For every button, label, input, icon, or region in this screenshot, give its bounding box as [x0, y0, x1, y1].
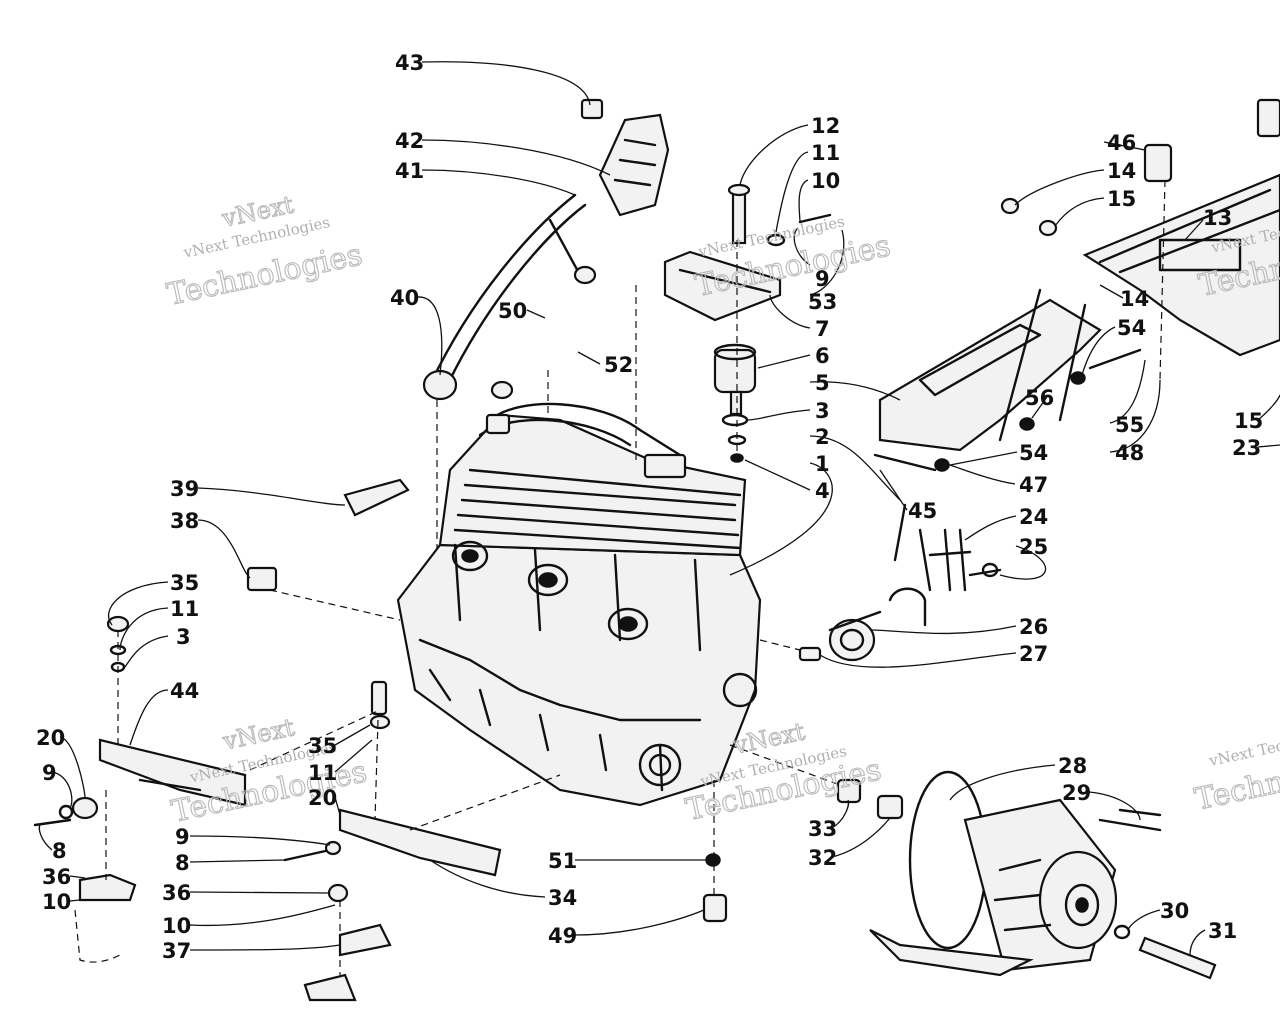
- drive-clutch-assembly: [729, 744, 1217, 980]
- callout-39: 39: [170, 477, 199, 501]
- callout-6: 6: [815, 344, 830, 368]
- callout-20: 20: [36, 726, 65, 750]
- callout-51: 51: [548, 849, 577, 873]
- callout-26: 26: [1019, 615, 1048, 639]
- callout-5: 5: [815, 371, 830, 395]
- callout-15: 15: [1107, 187, 1136, 211]
- callout-29: 29: [1062, 781, 1091, 805]
- callout-11c: 11: [308, 761, 337, 785]
- watermark-line-5: vNext Technologies: [1207, 721, 1280, 770]
- callout-38: 38: [170, 509, 199, 533]
- callouts: 43 42 41 40 50 52 12 11 10 9 53 7 6 5 3 …: [36, 51, 1263, 963]
- callout-46: 46: [1107, 131, 1136, 155]
- callout-20b: 20: [308, 786, 337, 810]
- callout-36b: 36: [162, 881, 191, 905]
- callout-3: 3: [815, 399, 830, 423]
- callout-9: 9: [815, 267, 830, 291]
- callout-27: 27: [1019, 642, 1048, 666]
- callout-10: 10: [811, 169, 840, 193]
- callout-4: 4: [815, 479, 830, 503]
- callout-52: 52: [604, 353, 633, 377]
- watermarks: vNext Technologies Technologies vNext: [163, 190, 366, 314]
- callout-1: 1: [815, 452, 830, 476]
- callout-42: 42: [395, 129, 424, 153]
- callout-43: 43: [395, 51, 424, 75]
- engine-assembly: [396, 402, 762, 807]
- callout-48: 48: [1115, 441, 1144, 465]
- callout-49: 49: [548, 924, 577, 948]
- callout-45: 45: [908, 499, 937, 523]
- callout-24: 24: [1019, 505, 1048, 529]
- callout-11: 11: [811, 141, 840, 165]
- callout-8b: 8: [175, 851, 190, 875]
- leader-lines: [38, 61, 1280, 956]
- watermarks-5: vNext Technologies Technologies: [1191, 721, 1280, 818]
- callout-15b: 15: [1234, 409, 1263, 433]
- callout-32: 32: [808, 846, 837, 870]
- left-engine-bracket: [98, 478, 410, 807]
- callout-37: 37: [162, 939, 191, 963]
- motor-mount-stack: [663, 183, 832, 463]
- lower-mount-hardware: [33, 680, 728, 1002]
- callout-13: 13: [1203, 206, 1232, 230]
- callout-10c: 10: [162, 914, 191, 938]
- callout-28: 28: [1058, 754, 1087, 778]
- callout-23: 23: [1232, 436, 1261, 460]
- callout-12: 12: [811, 114, 840, 138]
- callout-34: 34: [548, 886, 577, 910]
- callout-35b: 35: [308, 734, 337, 758]
- callout-54: 54: [1117, 316, 1146, 340]
- callout-35: 35: [170, 571, 199, 595]
- callout-31: 31: [1208, 919, 1237, 943]
- callout-25: 25: [1019, 535, 1048, 559]
- callout-41: 41: [395, 159, 424, 183]
- callout-8: 8: [52, 839, 67, 863]
- callout-10b: 10: [42, 890, 71, 914]
- callout-14: 14: [1107, 159, 1136, 183]
- callout-11b: 11: [170, 597, 199, 621]
- callout-47: 47: [1019, 473, 1048, 497]
- callout-33: 33: [808, 817, 837, 841]
- callout-9c: 9: [175, 825, 190, 849]
- callout-50: 50: [498, 299, 527, 323]
- callout-30: 30: [1160, 899, 1189, 923]
- callout-56: 56: [1025, 386, 1054, 410]
- callout-40: 40: [390, 286, 419, 310]
- chassis-bracket-assembly: [873, 98, 1280, 562]
- callout-14b: 14: [1120, 287, 1149, 311]
- callout-3b: 3: [176, 625, 191, 649]
- callout-55: 55: [1115, 413, 1144, 437]
- callout-2: 2: [815, 425, 830, 449]
- callout-53: 53: [808, 290, 837, 314]
- callout-9b: 9: [42, 761, 57, 785]
- callout-44: 44: [170, 679, 199, 703]
- watermarks-2: vNext Technologies Technologies: [692, 212, 895, 304]
- idler-pulley-assembly: [798, 528, 1002, 662]
- callout-54b: 54: [1019, 441, 1048, 465]
- callout-36: 36: [42, 865, 71, 889]
- callout-7: 7: [815, 317, 830, 341]
